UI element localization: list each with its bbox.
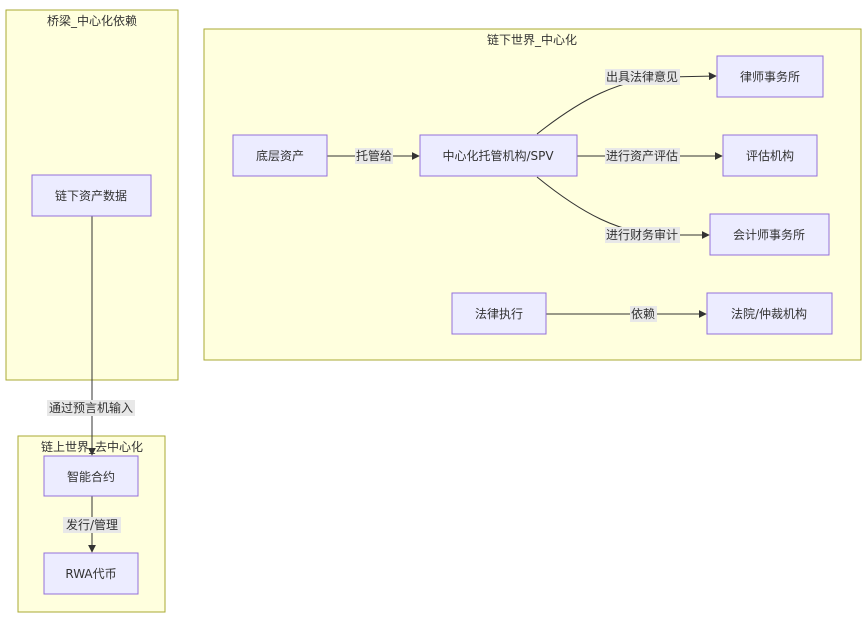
svg-text:律师事务所: 律师事务所 bbox=[740, 69, 800, 84]
svg-text:托管给: 托管给 bbox=[356, 148, 392, 163]
edge-label-oracle: 通过预言机输入 bbox=[47, 400, 135, 416]
svg-text:底层资产: 底层资产 bbox=[256, 148, 304, 163]
edge-label-legal-opinion: 出具法律意见 bbox=[605, 69, 680, 85]
svg-text:智能合约: 智能合约 bbox=[67, 469, 115, 484]
svg-text:发行/管理: 发行/管理 bbox=[66, 517, 118, 532]
svg-text:依赖: 依赖 bbox=[631, 306, 655, 321]
node-rwa-token: RWA代币 bbox=[43, 552, 139, 595]
edge-label-valuation: 进行资产评估 bbox=[605, 148, 680, 164]
node-offchain-data: 链下资产数据 bbox=[31, 174, 152, 217]
node-spv: 中心化托管机构/SPV bbox=[419, 134, 578, 177]
svg-text:会计师事务所: 会计师事务所 bbox=[733, 227, 805, 242]
svg-text:进行资产评估: 进行资产评估 bbox=[606, 149, 678, 163]
node-accounting-firm: 会计师事务所 bbox=[709, 213, 830, 256]
cluster-bridge-title: 桥梁_中心化依赖 bbox=[47, 13, 137, 28]
node-appraiser: 评估机构 bbox=[722, 134, 818, 177]
node-enforcement: 法律执行 bbox=[451, 292, 547, 335]
cluster-offchain-title: 链下世界_中心化 bbox=[487, 32, 577, 47]
svg-text:法院/仲裁机构: 法院/仲裁机构 bbox=[731, 306, 807, 321]
svg-text:出具法律意见: 出具法律意见 bbox=[606, 69, 678, 84]
node-court: 法院/仲裁机构 bbox=[706, 292, 833, 335]
edge-label-custody: 托管给 bbox=[355, 148, 393, 164]
svg-text:通过预言机输入: 通过预言机输入 bbox=[49, 400, 133, 415]
svg-text:进行财务审计: 进行财务审计 bbox=[606, 227, 678, 242]
svg-text:评估机构: 评估机构 bbox=[746, 148, 794, 163]
edge-label-audit: 进行财务审计 bbox=[605, 227, 680, 243]
svg-text:法律执行: 法律执行 bbox=[475, 307, 523, 321]
svg-text:中心化托管机构/SPV: 中心化托管机构/SPV bbox=[442, 148, 554, 163]
edge-label-issue: 发行/管理 bbox=[63, 517, 121, 533]
node-underlying-asset: 底层资产 bbox=[232, 134, 328, 177]
node-smart-contract: 智能合约 bbox=[43, 455, 139, 497]
svg-text:链下资产数据: 链下资产数据 bbox=[55, 188, 127, 203]
edge-label-depends: 依赖 bbox=[630, 306, 657, 322]
node-law-firm: 律师事务所 bbox=[716, 55, 824, 98]
svg-text:RWA代币: RWA代币 bbox=[65, 567, 116, 581]
